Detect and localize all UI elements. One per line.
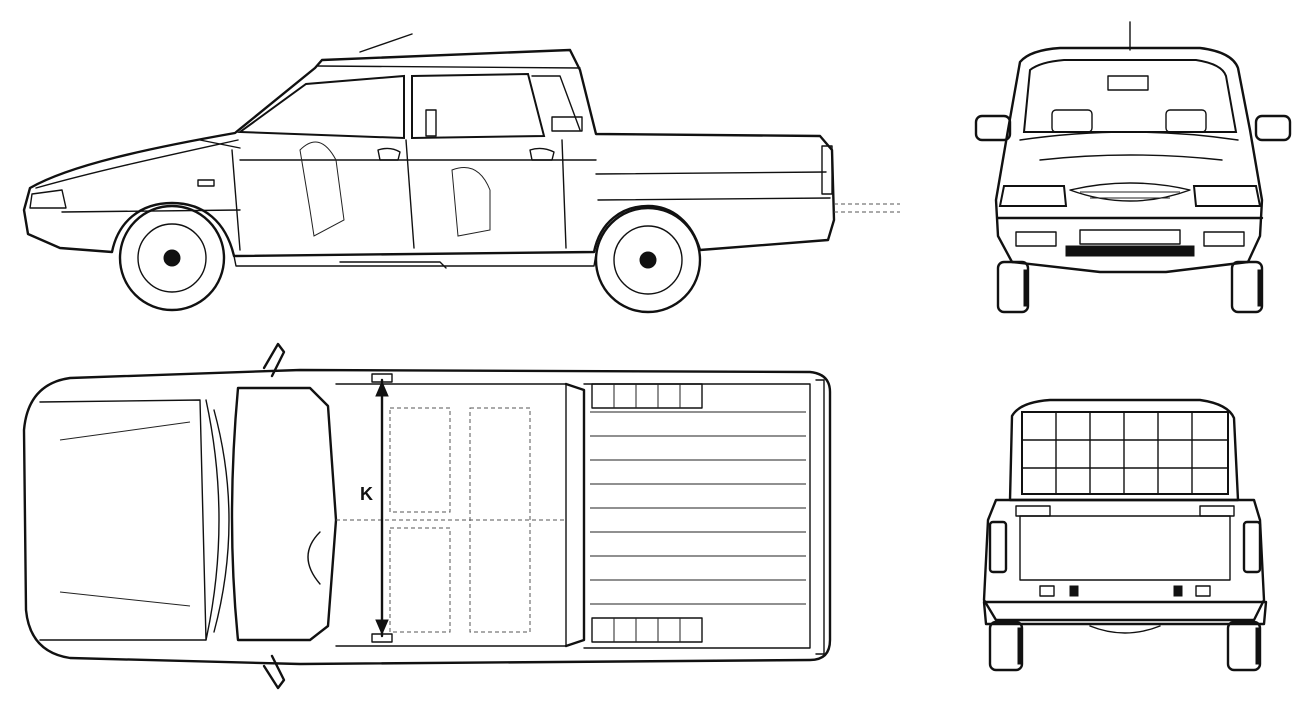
front-right-foglight <box>1203 231 1245 247</box>
side-rear-door-handle <box>529 147 555 161</box>
front-left-tyre-shade <box>1023 269 1029 307</box>
top-body-outline <box>22 368 832 666</box>
side-mirror-base <box>199 139 241 149</box>
front-windshield <box>1022 59 1238 133</box>
top-tailgate <box>815 379 825 655</box>
side-antenna <box>359 33 413 53</box>
top-hood <box>39 399 207 641</box>
side-hood-line <box>35 139 239 189</box>
rear-left-tail-light <box>988 520 1008 574</box>
side-cab-pillar <box>531 75 581 131</box>
side-view <box>22 33 900 314</box>
side-front-window <box>237 74 405 140</box>
side-rear-seat <box>451 167 491 237</box>
top-bed-slats <box>590 411 806 605</box>
side-headrest <box>425 109 437 137</box>
front-left-headlight <box>998 185 1068 207</box>
front-right-mirror <box>1254 114 1292 142</box>
side-front-wheel <box>118 204 226 312</box>
front-right-tyre-shade <box>1257 269 1263 307</box>
top-left-mirror <box>262 342 286 378</box>
rear-right-tyre <box>1226 620 1262 672</box>
front-right-headlight <box>1192 185 1262 207</box>
front-left-mirror <box>974 114 1012 142</box>
top-dimension-k-cap-top <box>371 373 393 383</box>
rear-window <box>1021 411 1229 495</box>
side-rear-door-line <box>561 139 567 249</box>
top-windshield-base <box>205 399 220 641</box>
top-right-mirror <box>262 654 286 690</box>
top-dimension-k-arrow-bottom <box>375 619 389 636</box>
rear-left-plate-light <box>1069 585 1079 597</box>
side-cab-vent <box>551 116 583 132</box>
top-front-left-seat <box>389 407 451 513</box>
top-bed-front-wall <box>564 382 586 648</box>
front-view <box>974 21 1292 314</box>
side-headlight <box>29 189 67 209</box>
top-steering-wheel <box>307 531 321 585</box>
rear-window-grid <box>1021 411 1229 495</box>
side-front-door-line <box>231 149 241 251</box>
front-left-headrest <box>1051 109 1093 133</box>
side-marker-light <box>197 179 215 187</box>
rear-cab <box>1008 398 1240 502</box>
top-bed-front-ribs <box>591 383 703 643</box>
side-step <box>339 261 447 269</box>
rear-right-bumper-light <box>1195 585 1211 597</box>
rear-right-reflector <box>1199 505 1235 517</box>
side-front-seat <box>299 141 345 237</box>
rear-right-tyre-shade <box>1255 627 1261 665</box>
side-rear-window <box>411 72 546 140</box>
top-dimension-k-label: K <box>360 484 373 504</box>
top-hood-creases <box>59 421 191 607</box>
top-dimension-k-arrow-top <box>375 380 389 397</box>
top-windshield-top <box>213 409 230 633</box>
front-hood-crease <box>1039 154 1223 161</box>
front-hood-line <box>1019 131 1239 141</box>
top-front-right-seat <box>389 527 451 633</box>
top-bed-outline <box>583 383 811 649</box>
side-door-split-line <box>405 139 415 249</box>
rear-right-tail-light <box>1242 520 1262 574</box>
front-license-plate-recess <box>1065 245 1195 257</box>
front-left-foglight <box>1015 231 1057 247</box>
side-bed-lower-line <box>597 197 831 201</box>
side-front-door-handle <box>377 147 401 161</box>
side-tow-hitch <box>834 203 900 213</box>
front-right-headrest <box>1165 109 1207 133</box>
front-rearview-mirror <box>1107 75 1149 91</box>
rear-differential <box>1089 625 1161 634</box>
side-tail-light <box>821 145 833 195</box>
top-cab-roof-front <box>230 386 338 642</box>
front-grille <box>1069 182 1191 202</box>
rear-view <box>982 398 1268 672</box>
top-view: K <box>22 342 832 690</box>
side-bed-rail <box>595 171 827 175</box>
front-license-plate <box>1079 229 1181 245</box>
side-rear-wheel <box>594 206 702 314</box>
rear-left-tyre-shade <box>1017 627 1023 665</box>
rear-bumper <box>982 600 1268 626</box>
side-roof-line <box>317 65 581 69</box>
side-body-outline <box>22 48 836 258</box>
rear-left-reflector <box>1015 505 1051 517</box>
rear-left-tyre <box>988 620 1024 672</box>
top-cab-roof <box>335 383 567 647</box>
rear-left-bumper-light <box>1039 585 1055 597</box>
rear-tailgate <box>1019 515 1231 581</box>
rear-body <box>982 498 1266 622</box>
front-grille-bars <box>1080 191 1180 199</box>
front-body-outline <box>994 46 1264 274</box>
top-dimension-k-cap-bottom <box>371 633 393 643</box>
rear-right-plate-light <box>1173 585 1183 597</box>
